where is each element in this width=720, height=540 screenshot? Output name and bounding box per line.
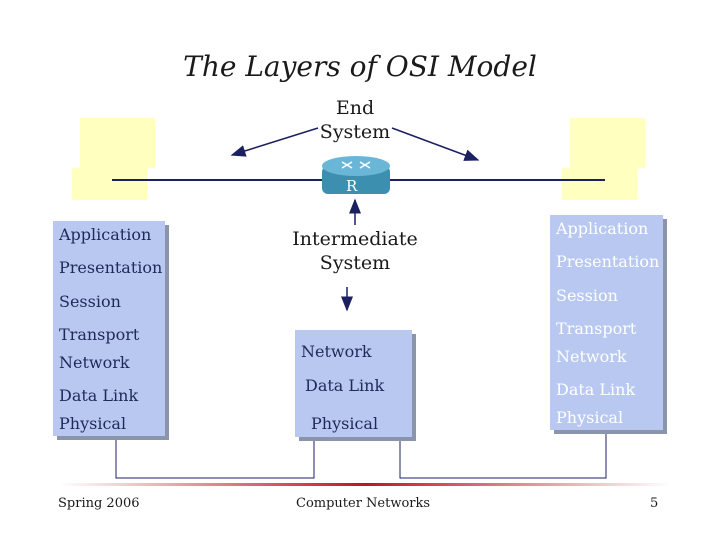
layer-network: Network bbox=[556, 347, 627, 366]
router-label: R bbox=[346, 177, 358, 195]
layer-network: Network bbox=[301, 342, 372, 361]
layer-session: Session bbox=[59, 292, 121, 311]
layer-presentation: Presentation bbox=[59, 258, 163, 277]
layer-transport: Transport bbox=[556, 319, 637, 338]
slide-title: The Layers of OSI Model bbox=[183, 50, 537, 83]
left-protocol-stack: Application Presentation Session Transpo… bbox=[53, 221, 165, 436]
middle-protocol-stack: Network Data Link Physical bbox=[295, 330, 412, 437]
arrow-right bbox=[391, 127, 480, 161]
layer-network: Network bbox=[59, 353, 130, 372]
end-system-label: End System bbox=[319, 97, 391, 143]
layer-presentation: Presentation bbox=[556, 252, 660, 271]
physical-wiring bbox=[115, 432, 607, 479]
layer-physical: Physical bbox=[311, 414, 379, 433]
right-protocol-stack: Application Presentation Session Transpo… bbox=[550, 215, 663, 430]
layer-application: Application bbox=[556, 219, 649, 238]
computer-icon bbox=[72, 118, 155, 200]
computer-icon bbox=[562, 118, 645, 200]
layer-data-link: Data Link bbox=[305, 376, 385, 395]
layer-application: Application bbox=[59, 225, 152, 244]
layer-data-link: Data Link bbox=[556, 380, 636, 399]
slide-number: 5 bbox=[650, 496, 659, 511]
arrow-left bbox=[230, 127, 319, 157]
layer-physical: Physical bbox=[556, 408, 624, 427]
layer-transport: Transport bbox=[59, 325, 140, 344]
layer-data-link: Data Link bbox=[59, 386, 139, 405]
footer-course: Computer Networks bbox=[296, 496, 431, 511]
layer-session: Session bbox=[556, 286, 618, 305]
intermediate-system-label: Intermediate System bbox=[292, 228, 418, 274]
footer-date: Spring 2006 bbox=[58, 496, 140, 511]
footer-line bbox=[60, 483, 670, 486]
router-icon bbox=[322, 156, 390, 194]
layer-physical: Physical bbox=[59, 414, 127, 433]
